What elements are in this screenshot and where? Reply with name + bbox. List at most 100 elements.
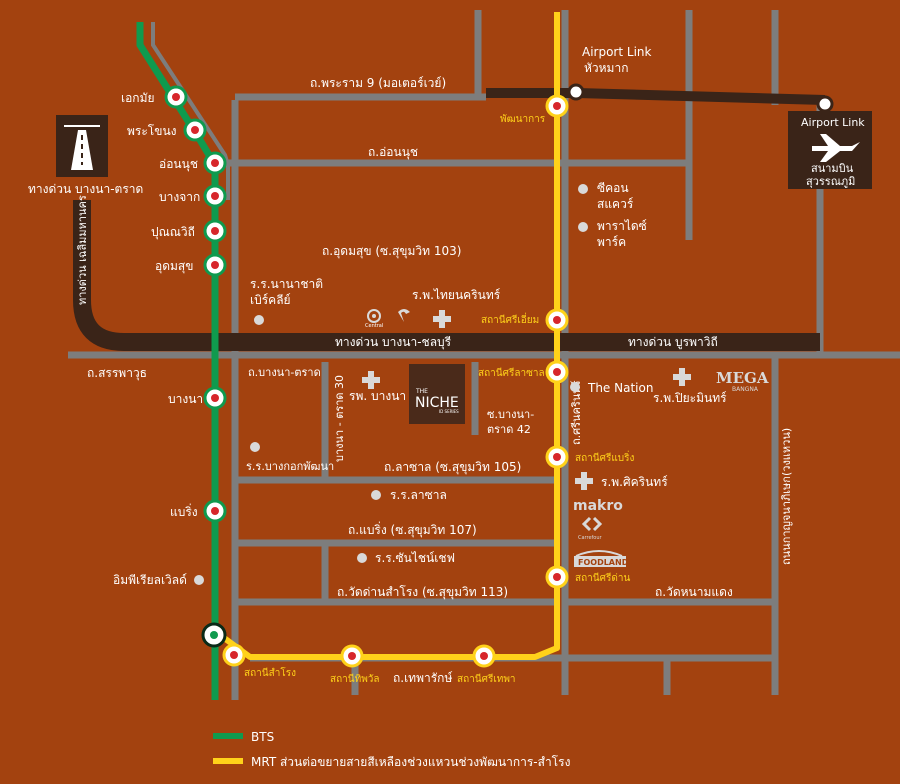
mrt-station-label: สถานีศรีลาซาล: [478, 367, 545, 379]
mrt-station-label: พัฒนาการ: [500, 114, 546, 125]
place-dot-icon: [357, 553, 367, 563]
bts-station-label: อุดมสุข: [155, 259, 193, 274]
srinakarin-label: ถ.ศรีนครินทร์: [570, 380, 583, 445]
lasalle-label: ถ.ลาซาล (ซ.สุขุมวิท 105): [384, 460, 521, 475]
place-label: THE: [415, 388, 428, 395]
place-label: ร.ร.บางกอกพัฒนา: [246, 460, 334, 473]
legend-bts-label: BTS: [251, 730, 274, 744]
place-robinson-logo: [398, 309, 410, 322]
place-dot-icon: [570, 382, 580, 392]
place-bangkok-patana-school: ร.ร.บางกอกพัฒนา: [246, 442, 334, 473]
place-srinakarin-hospital: ร.พ.ศิครินทร์: [575, 472, 668, 490]
airport-link-label: Airport Link: [582, 45, 652, 59]
place-label: makro: [573, 498, 623, 514]
place-the-nation: The Nation: [570, 381, 653, 395]
place-berkeley-school: ร.ร.นานาชาติ เบิร์คลีย์: [250, 277, 323, 325]
carrefour-logo-icon: [581, 516, 603, 532]
place-seacon-square: ซีคอน สแควร์: [578, 181, 634, 211]
bearing-label: ถ.แบริ่ง (ซ.สุขุมวิท 107): [348, 521, 477, 538]
legend: BTS MRT ส่วนต่อขยายสายสีเหลืองช่วงแหวนช่…: [213, 730, 570, 769]
mrt-station-label: สถานีสำโรง: [244, 666, 296, 679]
bts-interchange-samrong: [201, 622, 227, 648]
chaloem-maha-nakhon-label: ทางด่วน เฉลิมมหานคร: [76, 195, 89, 305]
soi-bangna-trad-42-label-1: ซ.บางนา-: [487, 408, 534, 421]
place-dot-icon: [371, 490, 381, 500]
place-dot-icon: [194, 575, 204, 585]
mrt-station-label: สถานีศรีเอี่ยม: [481, 312, 539, 326]
bts-station-icon: [211, 507, 219, 515]
bts-station-label: แบริ่ง: [170, 503, 198, 519]
place-label: รพ. บางนา: [349, 389, 406, 403]
bts-station-icon: [210, 631, 218, 639]
mrt-station-label: สถานีศรีด่าน: [575, 572, 630, 584]
bts-station-label: พระโขนง: [127, 124, 177, 138]
mrt-station-si-la-salle: สถานีศรีลาซาล: [478, 360, 569, 384]
mrt-station-label: สถานีศรีเทพา: [457, 673, 516, 685]
onnut-label: ถ.อ่อนนุช: [368, 145, 418, 160]
chaloem-maha-nakhon-expressway: [73, 200, 820, 351]
place-label: ร.พ.ศิครินทร์: [601, 475, 668, 489]
soi-bangna-trad-42-label-2: ตราด 42: [487, 423, 531, 436]
place-label: The Nation: [587, 381, 653, 395]
place-imperial-world: อิมพีเรียลเวิลด์: [113, 573, 204, 587]
central-logo-icon: [367, 309, 381, 323]
place-label: Central: [365, 323, 383, 329]
place-label: พาราไดซ์: [597, 219, 647, 233]
mrt-station-icon: [553, 573, 561, 581]
kanchanaphisek-label: ถนนกาญจนาภิเษก(วงแหวน): [780, 428, 793, 565]
place-the-niche: THE NICHE ID SERIES: [409, 364, 465, 424]
sanphawut-label: ถ.สรรพาวุธ: [87, 366, 147, 381]
place-label: ร.ร.ลาซาล: [390, 488, 447, 502]
place-mega-bangna: MEGA BANGNA: [716, 369, 769, 393]
place-label: BANGNA: [732, 386, 759, 393]
place-label: MEGA: [716, 369, 769, 387]
place-carrefour: Carrefour: [578, 516, 603, 541]
place-dot-icon: [254, 315, 264, 325]
highway-icon: [71, 130, 93, 170]
bangna-chonburi-label: ทางด่วน บางนา-ชลบุรี: [335, 335, 452, 350]
wat-nam-daeng-label: ถ.วัดหนามแดง: [655, 585, 733, 599]
place-label: ร.ร.ซันไชน์เชฟ: [375, 551, 455, 565]
bts-station-icon: [191, 126, 199, 134]
mrt-station-label: สถานีทิพวัล: [330, 673, 380, 685]
huamak-label: หัวหมาก: [584, 61, 628, 75]
bts-station-udom-suk: อุดมสุข: [155, 253, 227, 277]
robinson-logo-icon: [398, 309, 410, 322]
mrt-station-icon: [230, 651, 238, 659]
place-dot-icon: [578, 184, 588, 194]
place-label: เบิร์คลีย์: [250, 293, 291, 307]
place-foodland: FOODLAND: [574, 550, 629, 567]
place-label: อิมพีเรียลเวิลด์: [113, 573, 187, 587]
rama9-label: ถ.พระราม 9 (มอเตอร์เวย์): [310, 76, 446, 90]
place-label: FOODLAND: [578, 558, 629, 567]
bts-station-bang-na: บางนา: [168, 386, 227, 410]
thepharak-label: ถ.เทพารักษ์: [393, 671, 453, 685]
place-label: ซีคอน: [597, 181, 629, 195]
place-sunshine-school: ร.ร.ซันไชน์เชฟ: [357, 551, 455, 565]
suvarnabhumi-box: Airport Link สนามบิน สุวรรณภูมิ: [788, 95, 872, 189]
suvarnabhumi-line2: สุวรรณภูมิ: [806, 175, 855, 188]
place-paradise-park: พาราไดซ์ พาร์ค: [578, 219, 647, 249]
wat-dan-samrong-label: ถ.วัดด่านสำโรง (ซ.สุขุมวิท 113): [337, 585, 508, 600]
bangna-trad-label: ถ.บางนา-ตราด: [248, 366, 321, 379]
legend-mrt-label: MRT ส่วนต่อขยายสายสีเหลืองช่วงแหวนช่วงพั…: [251, 755, 570, 769]
mrt-station-icon: [480, 652, 488, 660]
mrt-station-label: สถานีศรีแบริ่ง: [575, 450, 634, 464]
airplane-icon: [812, 134, 860, 162]
bts-station-label: บางจาก: [159, 190, 200, 204]
mrt-station-si-iam: สถานีศรีเอี่ยม: [481, 308, 569, 332]
bts-station-icon: [172, 93, 180, 101]
bangna-trad-expressway-sign: ทางด่วน บางนา-ตราด: [28, 115, 143, 196]
mrt-station-thipphawan: สถานีทิพวัล: [330, 644, 380, 685]
bts-station-ekkamai: เอกมัย: [121, 85, 188, 109]
bts-station-bearing: แบริ่ง: [170, 499, 227, 523]
place-central: Central: [365, 309, 383, 329]
place-bangna-hospital: รพ. บางนา: [349, 371, 406, 403]
place-thainakarin-hospital: ร.พ.ไทยนครินทร์: [412, 288, 501, 328]
place-lasalle-school: ร.ร.ลาซาล: [371, 488, 447, 502]
mrt-station-si-dan: สถานีศรีด่าน: [545, 565, 630, 589]
bts-station-icon: [211, 192, 219, 200]
hospital-cross-icon: [433, 310, 451, 328]
place-piyamin-hospital: ร.พ.ปิยะมินทร์: [653, 368, 727, 405]
